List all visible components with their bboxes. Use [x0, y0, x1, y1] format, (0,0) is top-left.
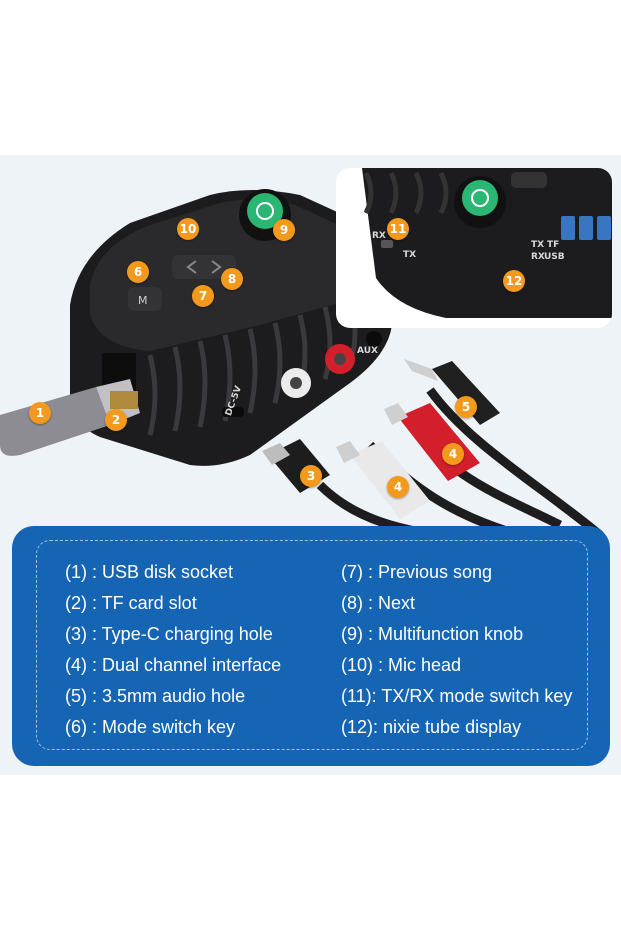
badge-aux: 5: [455, 396, 477, 418]
badge-rca-white: 4: [387, 476, 409, 498]
inset-tx2-label: TX: [531, 240, 545, 250]
badge-mode: 6: [127, 261, 149, 283]
legend-box: (1) : USB disk socket (2) : TF card slot…: [12, 526, 610, 766]
knob-face: [247, 193, 283, 229]
inset-rx2-label: RX: [531, 252, 545, 262]
legend-item: (1) : USB disk socket: [65, 562, 234, 582]
badge-knob: 9: [273, 219, 295, 241]
usb-stick: [0, 387, 110, 456]
inset-illustration: [362, 168, 612, 318]
badge-txrx: 11: [387, 218, 409, 240]
legend-item: (5) : 3.5mm audio hole: [65, 686, 246, 706]
legend-left-column: (1) : USB disk socket (2) : TF card slot…: [65, 557, 281, 743]
svg-text:M: M: [138, 294, 148, 307]
inset-usb-label: USB: [544, 252, 565, 262]
inset-tf-label: TF: [547, 240, 560, 250]
badge-typec: 3: [300, 465, 322, 487]
legend-item: (2) : TF card slot: [65, 593, 197, 613]
badge-mic: 10: [177, 218, 199, 240]
inset-closeup: [336, 168, 612, 328]
badge-usb: 1: [29, 402, 51, 424]
aux-label: AUX: [357, 346, 378, 356]
badge-rca-red: 4: [442, 443, 464, 465]
badge-prev: 7: [192, 285, 214, 307]
legend-item: (12): nixie tube display: [341, 717, 522, 737]
tf-card: [110, 391, 138, 409]
legend-right-column: (7) : Previous song (8) : Next (9) : Mul…: [341, 557, 572, 743]
aux-plug: [432, 361, 500, 425]
phone-icon: [256, 202, 274, 220]
legend-item: (8) : Next: [341, 593, 416, 613]
legend-item: (9) : Multifunction knob: [341, 624, 524, 644]
legend-frame: (1) : USB disk socket (2) : TF card slot…: [36, 540, 588, 750]
legend-item: (7) : Previous song: [341, 562, 493, 582]
legend-item: (4) : Dual channel interface: [65, 655, 282, 675]
inset-tx-label: TX: [403, 250, 417, 260]
aux-cable: [426, 387, 603, 539]
typec-port: [222, 407, 244, 417]
legend-item: (11): TX/RX mode switch key: [341, 686, 573, 706]
legend-item: (10) : Mic head: [341, 655, 462, 675]
aux-jack: [366, 331, 382, 347]
badge-display: 12: [503, 270, 525, 292]
badge-tf: 2: [105, 409, 127, 431]
prev-next-buttons: [172, 255, 236, 279]
badge-next: 8: [221, 268, 243, 290]
inset-rx-label: RX: [372, 231, 386, 241]
legend-item: (6) : Mode switch key: [65, 717, 236, 737]
mode-button: [128, 287, 162, 311]
legend-item: (3) : Type-C charging hole: [65, 624, 273, 644]
